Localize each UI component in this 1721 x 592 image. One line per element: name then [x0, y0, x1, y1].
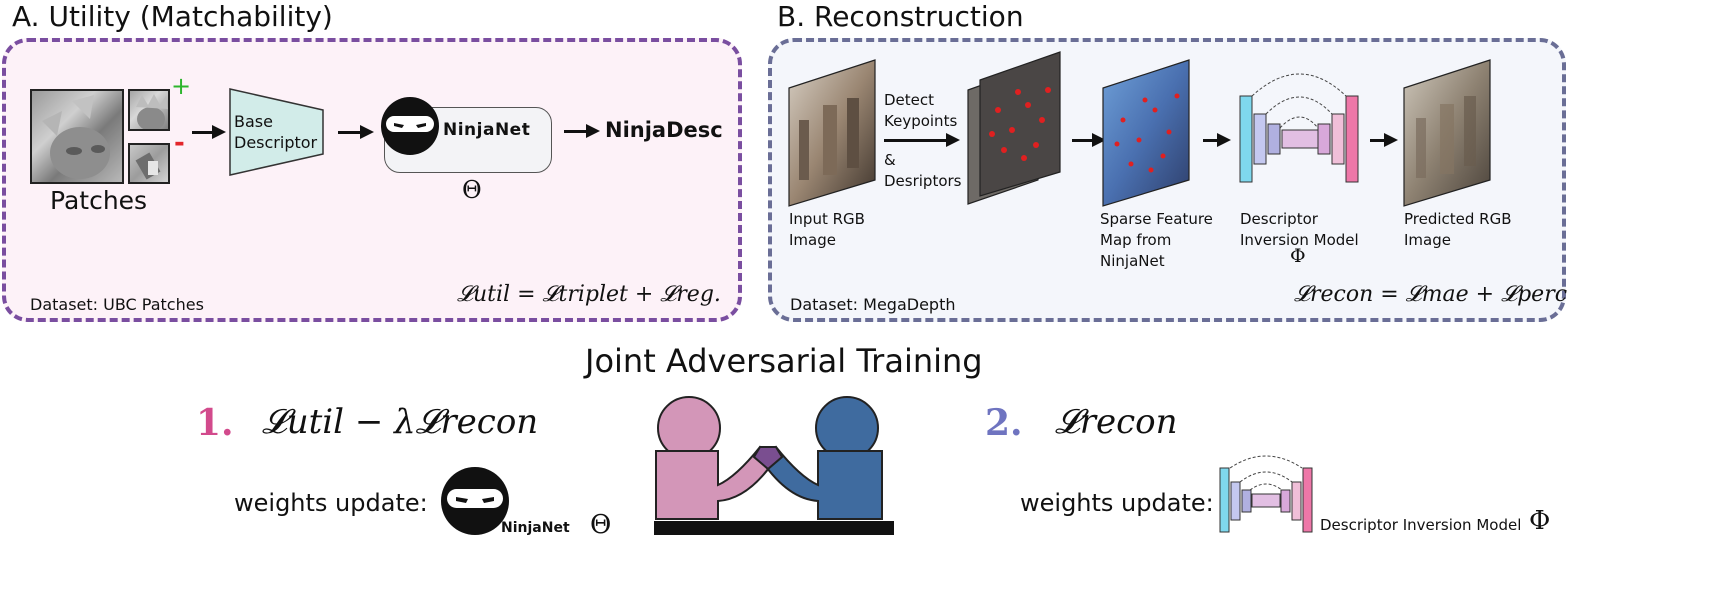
- plus-sign: +: [171, 72, 192, 100]
- step2-weights-label: weights update:: [1020, 489, 1214, 517]
- panel-b-title: B. Reconstruction: [777, 0, 1024, 33]
- step1-formula: 𝓛util − λ𝓛recon: [262, 402, 539, 442]
- step2-number: 2.: [985, 402, 1023, 444]
- predicted-rgb-label: Predicted RGB Image: [1404, 210, 1512, 249]
- step1-theta: Θ: [590, 510, 612, 540]
- step1-ninjanet-label: NinjaNet: [501, 520, 570, 536]
- arrow-patches-to-descriptor: [192, 125, 226, 139]
- positive-patch: [128, 89, 170, 131]
- step2-model-label: Descriptor Inversion Model: [1320, 516, 1522, 534]
- joint-training-title: Joint Adversarial Training: [585, 342, 983, 380]
- base-descriptor-shape: [229, 88, 324, 176]
- panel-a-loss: 𝓛util = 𝓛triplet + 𝓛reg.: [457, 282, 721, 307]
- panel-b-loss: 𝓛recon = 𝓛mae + 𝓛perc: [1294, 282, 1568, 307]
- sparse-feature-map-image: [1102, 59, 1190, 207]
- negative-patch: [128, 143, 170, 184]
- base-descriptor-label: Base Descriptor: [234, 112, 318, 152]
- panel-b-dataset: Dataset: MegaDepth: [790, 295, 956, 314]
- panel-a: [2, 38, 742, 322]
- sparse-feature-label: Sparse Feature Map from NinjaNet: [1100, 210, 1213, 270]
- step1-weights-label: weights update:: [234, 489, 428, 517]
- arrow-to-inversion: [1203, 133, 1231, 147]
- detect-keypoints-label: Detect Keypoints: [884, 91, 958, 130]
- keypoints-image-stack: [967, 51, 1061, 205]
- minus-sign: -: [174, 128, 185, 158]
- handshake-illustration: [654, 396, 894, 535]
- phi-symbol: Φ: [1290, 245, 1306, 267]
- anchor-patch: [30, 89, 124, 184]
- inversion-model-unet-step2: [1219, 455, 1313, 533]
- arrow-detect: [884, 133, 960, 147]
- step2-phi: Φ: [1529, 506, 1551, 536]
- ninjanet-label: NinjaNet: [443, 120, 531, 140]
- inversion-model-label: Descriptor Inversion Model: [1240, 210, 1359, 249]
- arrow-ninjanet-to-ninjadesc: [564, 124, 600, 138]
- ninja-icon: [381, 97, 439, 155]
- theta-symbol: Θ: [462, 176, 482, 204]
- panel-a-title: A. Utility (Matchability): [12, 0, 333, 33]
- panel-a-dataset: Dataset: UBC Patches: [30, 295, 204, 314]
- arrow-to-predicted: [1370, 133, 1398, 147]
- ninja-icon-step1: [441, 467, 509, 535]
- statue-image: [42, 95, 110, 179]
- arrow-descriptor-to-ninjanet: [338, 125, 374, 139]
- step2-formula: 𝓛recon: [1055, 402, 1178, 442]
- input-rgb-image: [788, 59, 876, 207]
- patches-label: Patches: [50, 186, 148, 215]
- predicted-rgb-image: [1403, 59, 1491, 207]
- arrow-to-sparse: [1072, 133, 1106, 147]
- descriptors-label: & Desriptors: [884, 151, 962, 190]
- ninjadesc-label: NinjaDesc: [605, 118, 723, 142]
- input-rgb-label: Input RGB Image: [789, 210, 865, 249]
- step1-number: 1.: [196, 402, 234, 444]
- inversion-model-unet: [1239, 73, 1359, 183]
